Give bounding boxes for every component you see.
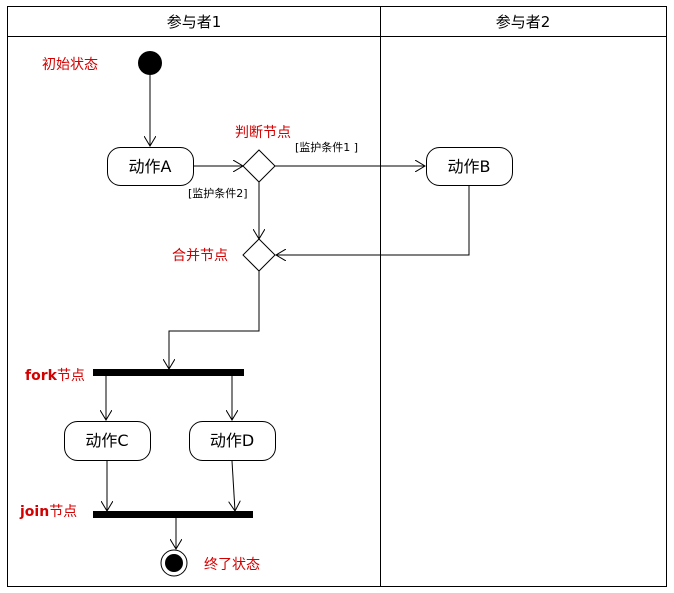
- merge-node-label: 合并节点: [172, 248, 228, 264]
- join-node-label-cn: 节点: [49, 504, 77, 520]
- initial-state-label: 初始状态: [42, 56, 98, 73]
- edge-merge-to-fork: [169, 271, 260, 369]
- decision-node-label: 判断节点: [235, 125, 291, 141]
- fork-node-label-en: fork: [25, 368, 58, 384]
- merge-node: [242, 238, 276, 272]
- action-b-node: [426, 147, 513, 186]
- edge-b-to-merge: [276, 186, 470, 255]
- swimlane-frame: [7, 6, 667, 587]
- action-d-node: [189, 421, 276, 461]
- join-node-label: join节点: [19, 504, 77, 520]
- fork-node-label: fork节点: [25, 368, 85, 384]
- guard-1-label: [监护条件1 ]: [295, 140, 358, 154]
- decision-node: [242, 149, 276, 183]
- action-a-label: 动作A: [129, 157, 172, 176]
- action-d-label: 动作D: [210, 431, 254, 450]
- fork-bar: [93, 369, 244, 376]
- action-b-label: 动作B: [448, 157, 491, 176]
- join-bar: [93, 511, 253, 518]
- final-state-inner: [165, 554, 183, 572]
- lane-2-title: 参与者2: [496, 13, 551, 31]
- fork-node-label-cn: 节点: [57, 368, 85, 384]
- edge-d-to-join: [232, 460, 235, 511]
- lane-1-title: 参与者1: [167, 13, 222, 31]
- action-c-label: 动作C: [85, 431, 128, 450]
- initial-state-node: [138, 51, 162, 75]
- final-state-label: 终了状态: [204, 557, 260, 573]
- guard-2-label: [监护条件2]: [188, 186, 248, 200]
- join-node-label-en: join: [19, 504, 49, 520]
- action-c-node: [64, 421, 151, 461]
